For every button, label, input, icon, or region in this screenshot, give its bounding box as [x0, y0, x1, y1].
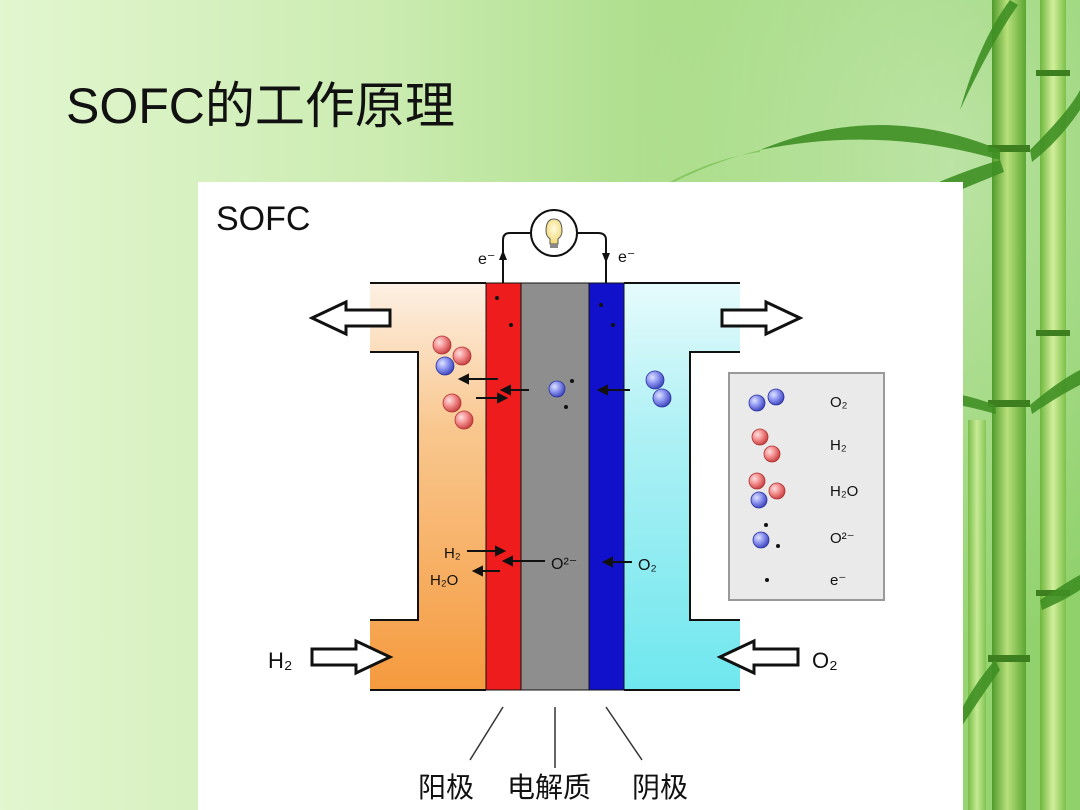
anode-layer: [485, 282, 522, 691]
legend-label-h2: H₂: [830, 437, 847, 454]
air-outlet-arrow: [720, 299, 804, 337]
oxide-ion-marker: [548, 379, 574, 409]
legend-oxide-ion-symbol: [752, 523, 780, 549]
fuel-chamber: [370, 283, 486, 690]
fuel-inlet-arrow: [310, 638, 394, 676]
anode-h2o-label: H₂O: [430, 572, 458, 589]
legend-h2o-symbol: [748, 472, 786, 509]
external-circuit: [502, 232, 607, 283]
electrolyte-label: 电解质: [507, 772, 591, 803]
legend: O₂ H₂ H₂O O²⁻ e⁻: [728, 372, 885, 601]
h2o-molecule-icon: [432, 335, 472, 376]
oxide-ion-label: O²⁻: [551, 556, 577, 573]
legend-o2-symbol: [748, 388, 785, 412]
diagram-heading: SOFC: [216, 200, 310, 238]
legend-label-h2o: H₂O: [830, 483, 858, 500]
cathode-label: 阴极: [632, 772, 688, 803]
o2-molecule-icon: [645, 370, 672, 408]
inlet-right-label: O₂: [812, 648, 838, 673]
h2-molecule-icon: [442, 393, 474, 430]
lightbulb-icon: [530, 209, 578, 257]
anode-label: 阳极: [418, 772, 474, 803]
legend-h2-symbol: [751, 428, 781, 463]
electrolyte-layer: [520, 282, 590, 691]
electron-left-label: e⁻: [478, 251, 495, 268]
slide-title: SOFC的工作原理: [66, 78, 455, 134]
inlet-left-label: H₂: [268, 648, 292, 673]
anode-h2-label: H₂: [444, 545, 461, 562]
air-inlet-arrow: [716, 638, 800, 676]
fuel-outlet-arrow: [308, 299, 392, 337]
electron-down-arrow: [602, 253, 610, 263]
electron-right-label: e⁻: [618, 249, 635, 266]
legend-label-o2: O₂: [830, 394, 848, 411]
legend-label-electron: e⁻: [830, 572, 846, 589]
legend-electron-symbol: [765, 578, 769, 582]
cathode-o2-label: O₂: [638, 557, 657, 574]
cathode-layer: [588, 282, 625, 691]
electron-up-arrow: [499, 250, 507, 260]
legend-label-oxide-ion: O²⁻: [830, 530, 855, 547]
